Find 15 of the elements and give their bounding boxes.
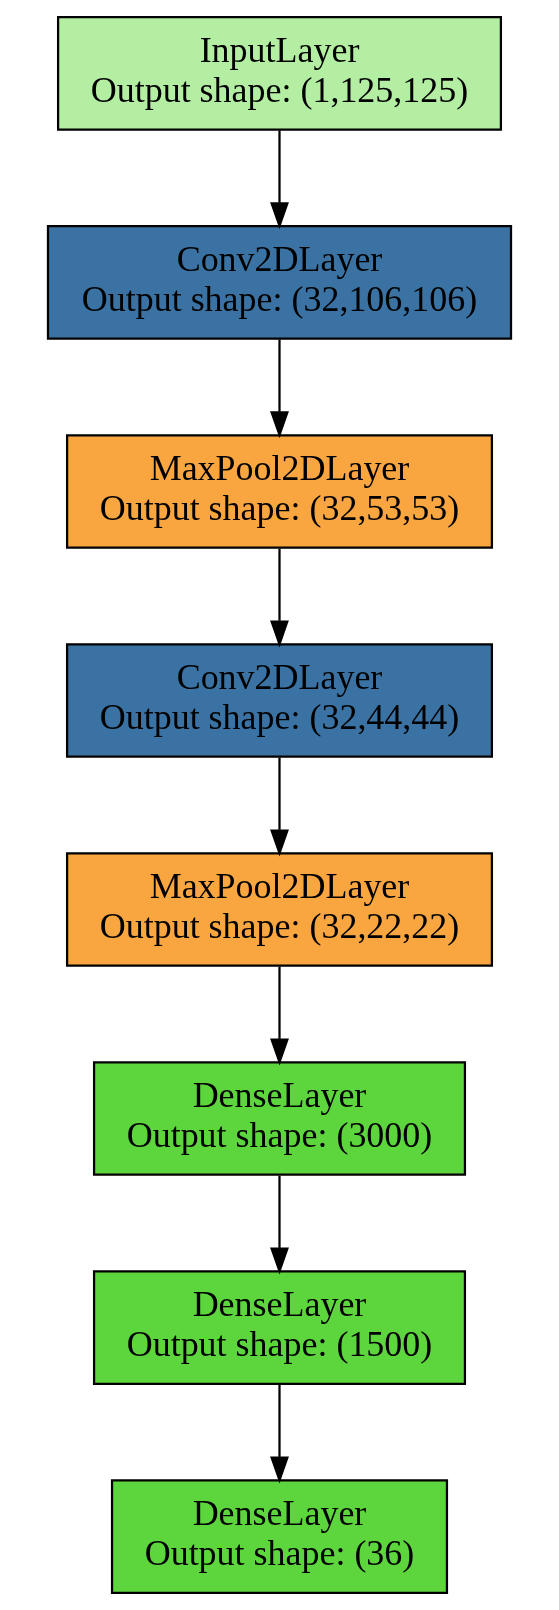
- node-box: MaxPool2DLayer Output shape: (32,53,53): [65, 434, 494, 549]
- node-box: DenseLayer Output shape: (36): [110, 1479, 449, 1594]
- node-box: Conv2DLayer Output shape: (32,106,106): [46, 225, 513, 340]
- node-box: DenseLayer Output shape: (1500): [92, 1270, 467, 1385]
- arrow: [270, 130, 289, 230]
- arrow: [270, 966, 289, 1066]
- node-box: Conv2DLayer Output shape: (32,44,44): [65, 643, 494, 758]
- node-box: InputLayer Output shape: (1,125,125): [57, 16, 502, 131]
- arrow: [270, 757, 289, 857]
- arrow: [270, 548, 289, 648]
- arrow: [270, 339, 289, 439]
- node-box: DenseLayer Output shape: (3000): [92, 1061, 467, 1176]
- node-box: MaxPool2DLayer Output shape: (32,22,22): [65, 852, 494, 967]
- arrow: [270, 1384, 289, 1484]
- arrow: [270, 1175, 289, 1275]
